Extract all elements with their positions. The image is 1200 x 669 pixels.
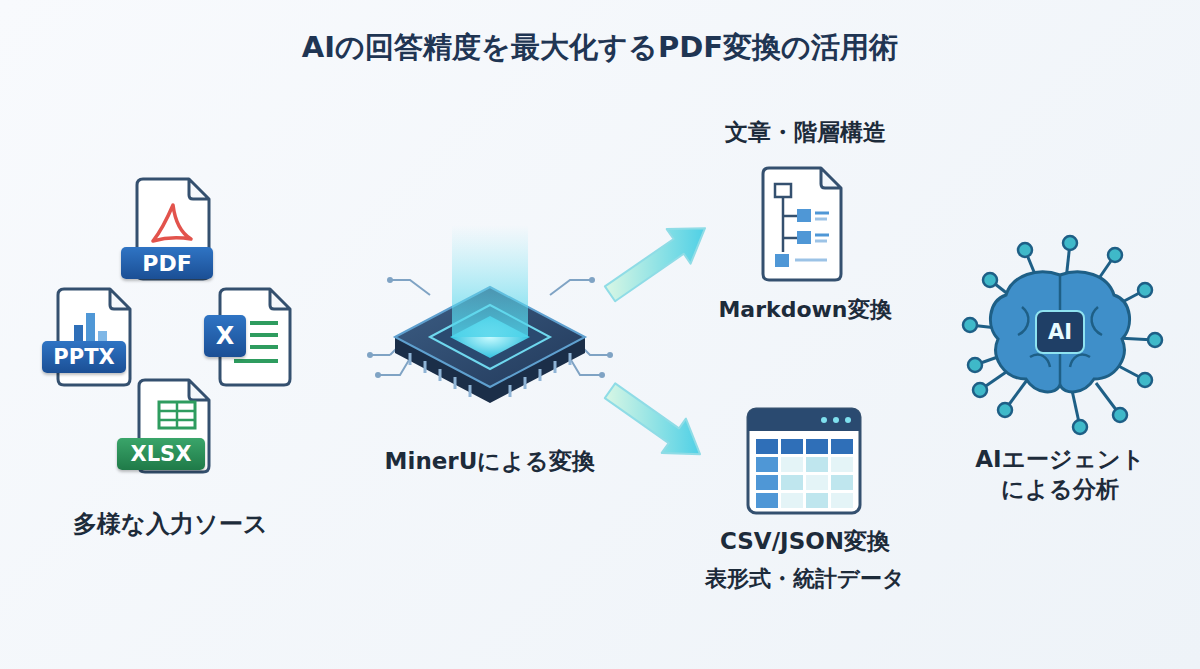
node-label: CSV/JSON変換 (700, 527, 910, 557)
converter-chip: MinerUによる変換 (370, 225, 610, 480)
flow-arrow (605, 228, 705, 301)
file-icon: PDF (115, 175, 220, 292)
node-label: AIエージェント による分析 (960, 445, 1160, 505)
node-label: 表形式・統計データ (700, 565, 910, 594)
node-illustration (40, 285, 135, 390)
icon-badge: PPTX (42, 341, 126, 373)
icon-badge: XLSX (117, 438, 205, 470)
icon-badge: X (204, 315, 246, 357)
node-label: MinerUによる変換 (370, 447, 610, 477)
group-label: 多様な入力ソース (40, 508, 300, 540)
icon-badge: PDF (121, 247, 213, 279)
node-illustration (370, 225, 610, 480)
file-icon: XLSX (115, 378, 215, 475)
file-icon: X (200, 285, 295, 390)
output-format: CSV/JSON変換表形式・統計データ (700, 405, 910, 610)
node-label: Markdown変換 (705, 296, 905, 325)
diagram-title: AIの回答精度を最大化するPDF変換の活用術 (0, 28, 1200, 68)
ai-agent: AI AIエージェント による分析 (960, 245, 1160, 507)
node-label: 文章・階層構造 (705, 118, 905, 148)
flow-arrow (605, 383, 700, 454)
output-format: 文章・階層構造 Markdown変換 (705, 118, 905, 330)
icon-badge: AI (1036, 311, 1084, 353)
file-icon: PPTX (40, 285, 135, 390)
